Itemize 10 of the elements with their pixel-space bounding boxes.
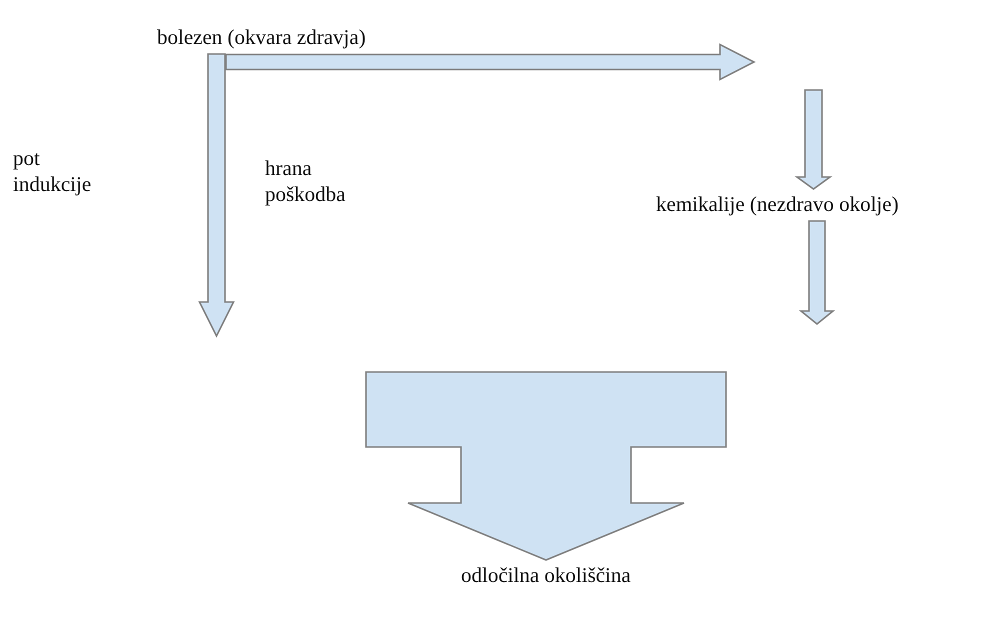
side-label: hrana poškodba (265, 155, 346, 207)
node-label: bolezen (okvara zdravja) (157, 24, 366, 50)
block-arrow (794, 89, 832, 190)
block-arrow (365, 371, 727, 561)
side-label: pot indukcije (13, 145, 92, 197)
node-label: odločilna okoliščina (461, 562, 631, 588)
block-arrow (225, 43, 755, 81)
block-arrow (798, 220, 836, 325)
block-arrow (198, 53, 235, 337)
node-label: kemikalije (nezdravo okolje) (656, 191, 899, 217)
